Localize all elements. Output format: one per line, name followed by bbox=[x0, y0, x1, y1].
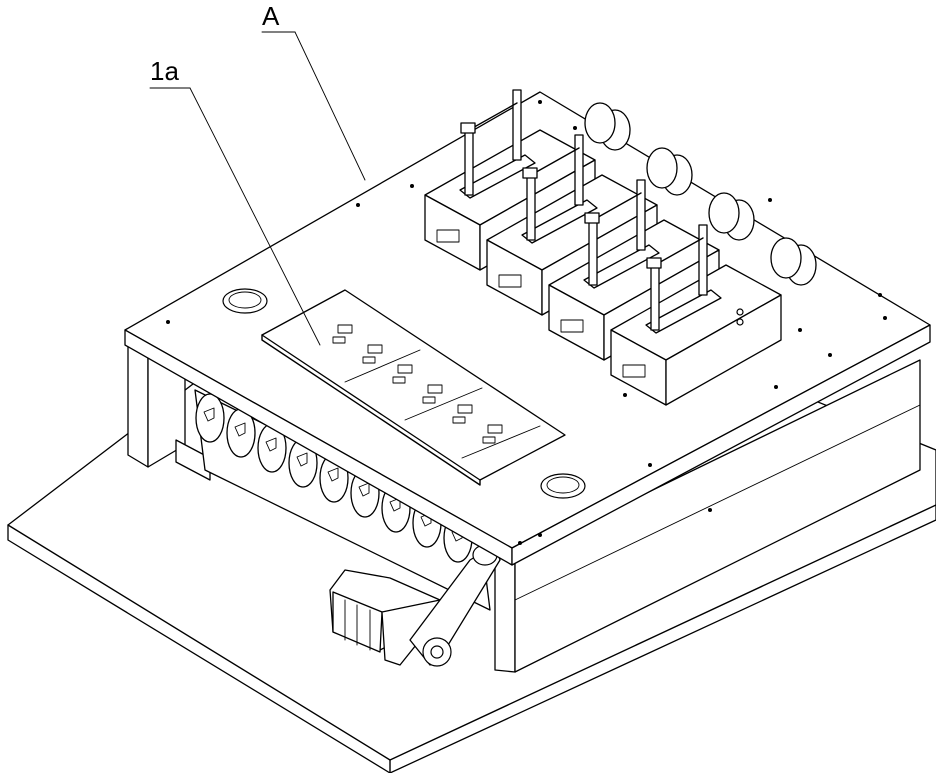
mounting-hole bbox=[356, 203, 360, 207]
module-post bbox=[651, 265, 659, 330]
mounting-hole bbox=[708, 508, 712, 512]
plate-hole-left bbox=[223, 289, 267, 313]
mounting-hole bbox=[828, 353, 832, 357]
module-motor-face bbox=[585, 103, 615, 143]
callout-label-1a: 1a bbox=[150, 56, 179, 86]
module-actuator bbox=[523, 168, 537, 178]
module-post bbox=[699, 225, 707, 295]
module-post bbox=[527, 175, 535, 240]
module-post bbox=[465, 130, 473, 195]
mounting-hole bbox=[883, 316, 887, 320]
module-motor-face bbox=[647, 148, 677, 188]
callout-A: A bbox=[262, 1, 365, 180]
mounting-hole bbox=[623, 393, 627, 397]
module-post bbox=[637, 180, 645, 250]
mounting-hole bbox=[774, 385, 778, 389]
module-post bbox=[513, 90, 521, 160]
mounting-hole bbox=[518, 541, 522, 545]
module-motor-face bbox=[771, 238, 801, 278]
mounting-hole bbox=[648, 463, 652, 467]
callout-label-A: A bbox=[262, 1, 280, 31]
mounting-hole bbox=[768, 198, 772, 202]
module-indicator bbox=[737, 309, 743, 315]
mounting-hole bbox=[538, 533, 542, 537]
module-actuator bbox=[461, 123, 475, 133]
mounting-hole bbox=[798, 328, 802, 332]
module-motor-face bbox=[709, 193, 739, 233]
module-post bbox=[575, 135, 583, 205]
mounting-hole bbox=[878, 293, 882, 297]
module-post bbox=[589, 220, 597, 285]
module-indicator bbox=[737, 319, 743, 325]
module-actuator bbox=[647, 258, 661, 268]
mounting-hole bbox=[573, 126, 577, 130]
mounting-hole bbox=[166, 320, 170, 324]
mounting-hole bbox=[538, 100, 542, 104]
plate-hole-right bbox=[541, 474, 585, 498]
roller bbox=[196, 394, 224, 442]
mounting-hole bbox=[410, 184, 414, 188]
module-actuator bbox=[585, 213, 599, 223]
